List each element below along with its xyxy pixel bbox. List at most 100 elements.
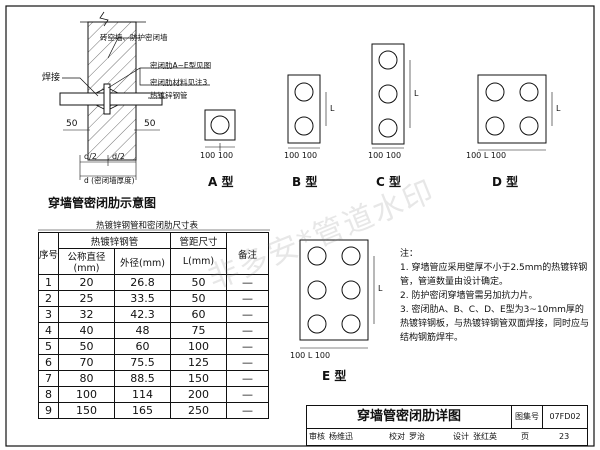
table-cell-no: 2 (38, 290, 59, 307)
table-cell-od: 114 (114, 386, 171, 403)
col-note: 备注 (226, 232, 269, 275)
type-b-dims: 100 100 (284, 151, 318, 160)
label-weld: 焊接 (42, 73, 61, 83)
table-cell-od: 48 (114, 322, 171, 339)
col-dn: 公称直径(mm) (58, 248, 115, 275)
note-2: 2. 防护密闭穿墙管需另加抗力片。 (400, 291, 538, 301)
type-c-L: L (414, 89, 419, 98)
table-cell-note: — (226, 290, 269, 307)
table-cell-od: 33.5 (114, 290, 171, 307)
table-cell-L: 125 (170, 354, 227, 371)
table-cell-L: 250 (170, 402, 227, 419)
table-cell-no: 1 (38, 274, 59, 291)
title-block: 穿墙管密闭肋详图 图集号 07FD02 审核 杨维迅 校对 罗治 设计 张红英 … (306, 405, 588, 446)
table-cell-od: 88.5 (114, 370, 171, 387)
table-cell-od: 165 (114, 402, 171, 419)
table-cell-L: 75 (170, 322, 227, 339)
label-pipe: 热镀锌钢管 (150, 91, 188, 100)
type-e-L: L (378, 284, 383, 293)
col-od: 外径(mm) (114, 248, 171, 275)
notes-heading: 注： (400, 249, 419, 259)
type-b-L: L (330, 104, 335, 113)
table-cell-od: 26.8 (114, 274, 171, 291)
callout-rib-material: 密闭肋材料见注3 (150, 78, 208, 87)
col-spacing: 管距尺寸 (170, 232, 227, 249)
dim-wall-thickness: d (密闭墙厚度) (84, 176, 135, 185)
dim-50-right: 50 (144, 119, 156, 129)
sheet-border (5, 5, 595, 447)
table-cell-L: 50 (170, 290, 227, 307)
table-cell-L: 150 (170, 370, 227, 387)
schematic-title: 穿墙管密闭肋示意图 (48, 196, 157, 210)
table-cell-no: 7 (38, 370, 59, 387)
wall-section (80, 11, 146, 161)
pipe-through-wall (59, 83, 163, 115)
type-a-plate (204, 109, 236, 151)
dim-d2-right: d/2 (112, 152, 125, 161)
size-table: 序号 热镀锌钢管 管距尺寸 备注 公称直径(mm) 外径(mm) L(mm) 1… (38, 232, 269, 419)
notes-block: 注： 1. 穿墙管应采用壁厚不小于2.5mm的热镀锌钢管，管道数量由设计确定。 … (400, 247, 590, 345)
table-cell-od: 75.5 (114, 354, 171, 371)
type-a-label: A 型 (208, 175, 234, 189)
dim-50-left: 50 (66, 119, 78, 129)
table-cell-no: 6 (38, 354, 59, 371)
table-cell-dn: 50 (58, 338, 115, 355)
note-1: 1. 穿墙管应采用壁厚不小于2.5mm的热镀锌钢管，管道数量由设计确定。 (400, 263, 588, 287)
atlas-no: 07FD02 (543, 406, 587, 429)
title-block-signatures: 审核 杨维迅 校对 罗治 设计 张红英 页 23 (309, 432, 570, 441)
table-cell-no: 4 (38, 322, 59, 339)
type-c-label: C 型 (376, 175, 401, 189)
table-cell-note: — (226, 370, 269, 387)
table-cell-L: 100 (170, 338, 227, 355)
type-a-dims: 100 100 (200, 151, 234, 160)
type-b-plate (287, 74, 327, 149)
atlas-no-label: 图集号 (512, 406, 543, 429)
col-pipe: 热镀锌钢管 (58, 232, 171, 249)
table-cell-no: 9 (38, 402, 59, 419)
callout-wall: 砖空墙、防护密闭墙 (100, 33, 168, 42)
table-cell-note: — (226, 402, 269, 419)
col-no: 序号 (38, 232, 59, 275)
dim-d2-left: d/2 (84, 152, 97, 161)
type-e-label: E 型 (322, 369, 347, 383)
type-c-plate (371, 43, 411, 149)
callout-rib: 密闭肋A~E型见图 (150, 61, 212, 70)
type-d-L: L (556, 104, 561, 113)
table-cell-dn: 32 (58, 306, 115, 323)
type-d-dims: 100 L 100 (466, 151, 507, 160)
table-cell-no: 8 (38, 386, 59, 403)
table-cell-dn: 150 (58, 402, 115, 419)
table-cell-dn: 70 (58, 354, 115, 371)
type-c-dims: 100 100 (368, 151, 402, 160)
type-e-plate (299, 239, 375, 349)
type-d-label: D 型 (492, 175, 519, 189)
table-cell-dn: 40 (58, 322, 115, 339)
schematic-dimensions (63, 129, 160, 180)
type-b-label: B 型 (292, 175, 318, 189)
table-cell-od: 60 (114, 338, 171, 355)
table-cell-od: 42.3 (114, 306, 171, 323)
table-cell-dn: 80 (58, 370, 115, 387)
type-e-dims: 100 L 100 (290, 351, 331, 360)
note-3: 3. 密闭肋A、B、C、D、E型为3~10mm厚的热镀锌钢板，与热镀锌钢管双面焊… (400, 305, 590, 343)
table-cell-note: — (226, 338, 269, 355)
table-cell-note: — (226, 386, 269, 403)
table-cell-dn: 25 (58, 290, 115, 307)
table-cell-note: — (226, 354, 269, 371)
table-cell-no: 5 (38, 338, 59, 355)
table-cell-note: — (226, 306, 269, 323)
table-cell-note: — (226, 322, 269, 339)
type-d-plate (477, 74, 553, 151)
table-title: 热镀锌钢管和密闭肋尺寸表 (96, 221, 199, 231)
table-cell-dn: 20 (58, 274, 115, 291)
